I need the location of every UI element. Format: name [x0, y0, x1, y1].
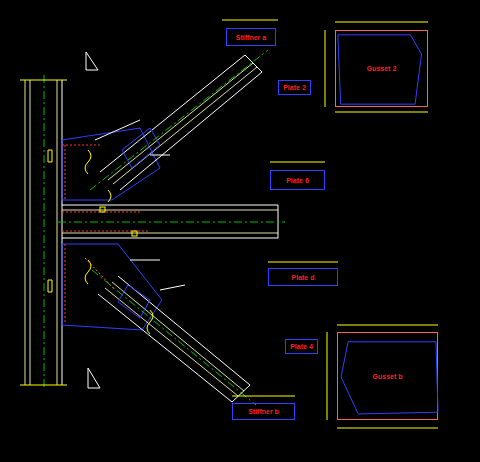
- part-label: Stiffner a: [235, 33, 267, 42]
- plate-detail: Plate 2: [278, 80, 311, 95]
- gusset-polygon: [338, 35, 422, 104]
- gusset-detail: Gusset b: [337, 332, 438, 420]
- part-label: Stiffner b: [247, 407, 280, 416]
- part-label: Plate 2: [282, 83, 307, 92]
- plate-detail: Stiffner b: [232, 403, 295, 420]
- plate-detail: Plate d: [268, 268, 338, 286]
- gusset-detail: Gusset 2: [335, 30, 428, 107]
- part-label: Gusset 2: [366, 64, 398, 73]
- gusset-polygon: [341, 342, 438, 414]
- plate-detail: Plate 6: [270, 170, 325, 190]
- plate-detail: Stiffner a: [226, 28, 276, 46]
- plate-detail: Plate 4: [285, 339, 318, 354]
- part-label: Plate 4: [289, 342, 314, 351]
- part-label: Gusset b: [372, 372, 404, 381]
- part-label: Plate 6: [285, 176, 310, 185]
- part-label: Plate d: [291, 273, 316, 282]
